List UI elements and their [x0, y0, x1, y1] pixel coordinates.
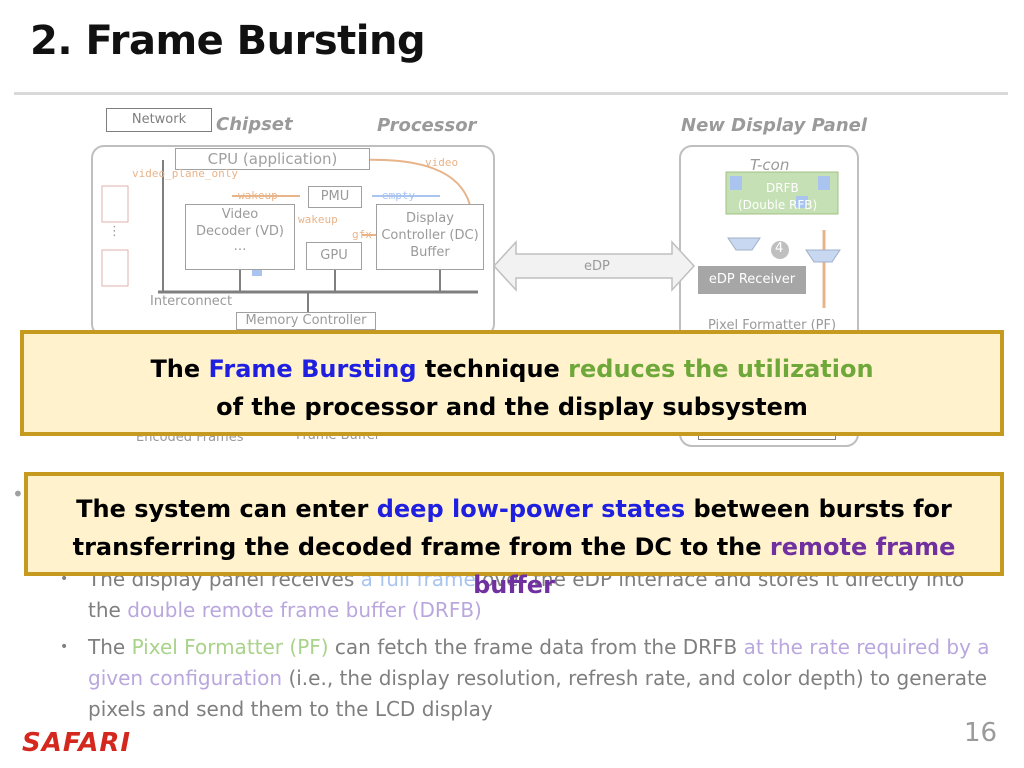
callout-2-line-1: The system can enter deep low-power stat…	[28, 490, 1000, 528]
memory-controller-label: Memory Controller	[245, 313, 367, 328]
gfx-tag: gfx	[352, 228, 372, 241]
display-controller-box: Display Controller (DC) Buffer	[376, 204, 484, 270]
callout-frame-bursting: The Frame Bursting technique reduces the…	[20, 330, 1004, 436]
callout-1-highlight-blue: Frame Bursting	[208, 355, 417, 383]
video-plane-only-tag: video_plane_only	[132, 167, 238, 180]
callout-1-highlight-green: reduces the utilization	[568, 355, 874, 383]
bullet-1-highlight-drfb: double remote frame buffer (DRFB)	[127, 598, 482, 622]
tcon-label: T-con	[750, 156, 790, 174]
page-number: 16	[964, 718, 998, 748]
title-divider	[14, 92, 1008, 95]
buffer-label: Buffer	[410, 245, 450, 260]
bullet-dot-top: •	[12, 482, 24, 506]
gpu-box: GPU	[306, 242, 362, 270]
video-signal-curve	[359, 158, 471, 206]
step-four-circle	[771, 241, 789, 259]
empty-tag: empty	[382, 189, 416, 202]
network-label: Network	[131, 112, 187, 127]
bullet-2-text-a: The	[88, 635, 132, 659]
bullet-1: • The display panel receives a full fram…	[60, 564, 1020, 626]
mux-right	[805, 249, 841, 263]
callout-2-line-2: transferring the decoded frame from the …	[28, 528, 1000, 604]
callout-2-pre: The system can enter	[76, 495, 377, 523]
callout-2-mid: between bursts for	[685, 495, 952, 523]
bullet-2-highlight-pf: Pixel Formatter (PF)	[131, 635, 329, 659]
callout-1-mid: technique	[416, 355, 569, 383]
video-decoder-line2: Decoder (VD)	[196, 224, 284, 239]
drfb-cell-1	[730, 176, 742, 190]
vd-output	[252, 266, 262, 276]
drfb-cell-3	[796, 196, 808, 208]
bullet-1-text-d: the	[88, 598, 128, 622]
bullet-2-highlight-config: given configuration	[88, 666, 283, 690]
callout-1-pre: The	[150, 355, 209, 383]
wakeup-tag-1: wakeup	[238, 189, 278, 202]
new-display-panel-label: New Display Panel	[681, 115, 868, 136]
chipset-stack-2	[101, 249, 129, 287]
bullet-2: • The Pixel Formatter (PF) can fetch the…	[60, 632, 1020, 725]
edp-link-arrow	[492, 240, 696, 292]
bullet-2-text-f: (i.e., the display resolution, refresh r…	[282, 666, 988, 690]
drfb-label-2: (Double RFB)	[738, 198, 818, 212]
pixel-formatter-label: Pixel Formatter (PF)	[708, 318, 837, 333]
callout-1-line-1: The Frame Bursting technique reduces the…	[24, 350, 1000, 388]
network-box: Network	[106, 108, 212, 132]
bullet-1-dot: •	[60, 571, 69, 587]
slide-title: 2. Frame Bursting	[30, 18, 426, 64]
pmu-box: PMU	[308, 186, 362, 208]
callout-1-line-2: of the processor and the display subsyst…	[216, 393, 808, 421]
cpu-box: CPU (application)	[175, 148, 370, 170]
mux-left	[727, 237, 761, 251]
bullet-2-text-c: can fetch the frame data from the DRFB	[328, 635, 744, 659]
callout-2-highlight-purple: remote frame buffer	[473, 533, 956, 599]
drfb-cell-2	[818, 176, 830, 190]
chipset-label: Chipset	[216, 114, 293, 135]
bullet-2-highlight-rate: at the rate required by a	[743, 635, 990, 659]
video-decoder-line1: Video	[221, 207, 259, 222]
edp-label: eDP	[584, 259, 610, 274]
chipset-stack-1	[101, 185, 129, 223]
drfb-label-1: DRFB	[766, 181, 799, 195]
display-controller-line1: Display	[406, 211, 454, 226]
video-decoder-box: Video Decoder (VD) …	[185, 204, 295, 270]
interconnect-label: Interconnect	[150, 294, 233, 309]
display-controller-line2: Controller (DC)	[381, 228, 479, 243]
gpu-label: GPU	[320, 248, 348, 263]
callout-2-highlight-blue: deep low-power states	[376, 495, 686, 523]
safari-logo: SAFARI	[22, 728, 132, 758]
video-tag: video	[425, 156, 459, 169]
memory-controller-box: Memory Controller	[236, 312, 376, 330]
cpu-label: CPU (application)	[207, 150, 338, 168]
callout-low-power-states: The system can enter deep low-power stat…	[24, 472, 1004, 599]
bullet-2-text-g: pixels and send them to the LCD display	[88, 697, 493, 721]
edp-receiver-label: eDP Receiver	[708, 272, 796, 287]
pmu-label: PMU	[320, 189, 350, 204]
processor-label: Processor	[377, 115, 477, 136]
chipset-ellipsis: ⋮	[108, 224, 121, 239]
video-decoder-ellipsis: …	[233, 239, 247, 254]
callout-2-line2-pre: transferring the decoded frame from the …	[72, 533, 770, 561]
wakeup-tag-2: wakeup	[298, 213, 338, 226]
bullet-2-dot: •	[60, 639, 69, 655]
step-four-label: 4	[775, 241, 784, 256]
edp-receiver-box: eDP Receiver	[698, 266, 806, 294]
